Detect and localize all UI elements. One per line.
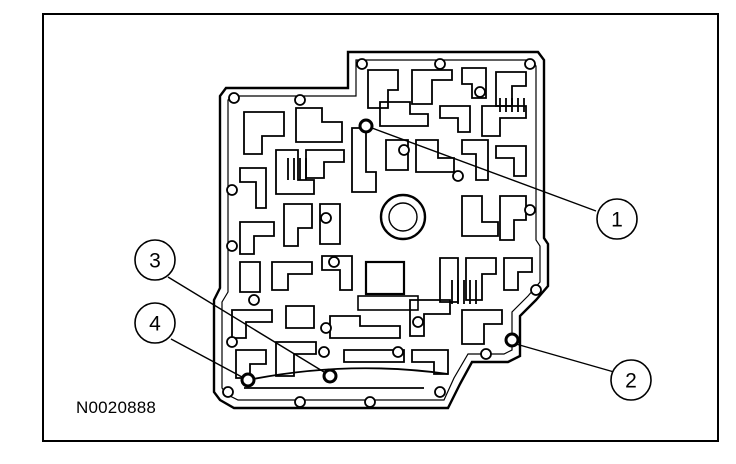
ring-1 bbox=[358, 118, 374, 134]
callout-4: 4 bbox=[134, 302, 176, 344]
ring-2 bbox=[504, 332, 520, 348]
callout-2: 2 bbox=[610, 359, 652, 401]
plate-inner-outline bbox=[221, 59, 541, 401]
bolt-holes bbox=[222, 58, 542, 408]
callout-3: 3 bbox=[134, 239, 176, 281]
called-out-rings bbox=[240, 118, 520, 388]
plate-passages bbox=[231, 67, 533, 389]
callout-1-label: 1 bbox=[611, 209, 623, 232]
plate-outline bbox=[212, 50, 550, 410]
callout-1: 1 bbox=[596, 198, 638, 240]
leader-lines bbox=[167, 127, 615, 378]
ring-3 bbox=[322, 368, 338, 384]
callout-2-label: 2 bbox=[625, 370, 637, 393]
callout-3-label: 3 bbox=[149, 250, 161, 273]
ring-4 bbox=[240, 372, 256, 388]
callout-4-label: 4 bbox=[149, 313, 161, 336]
figure-id-label: N0020888 bbox=[76, 398, 157, 417]
